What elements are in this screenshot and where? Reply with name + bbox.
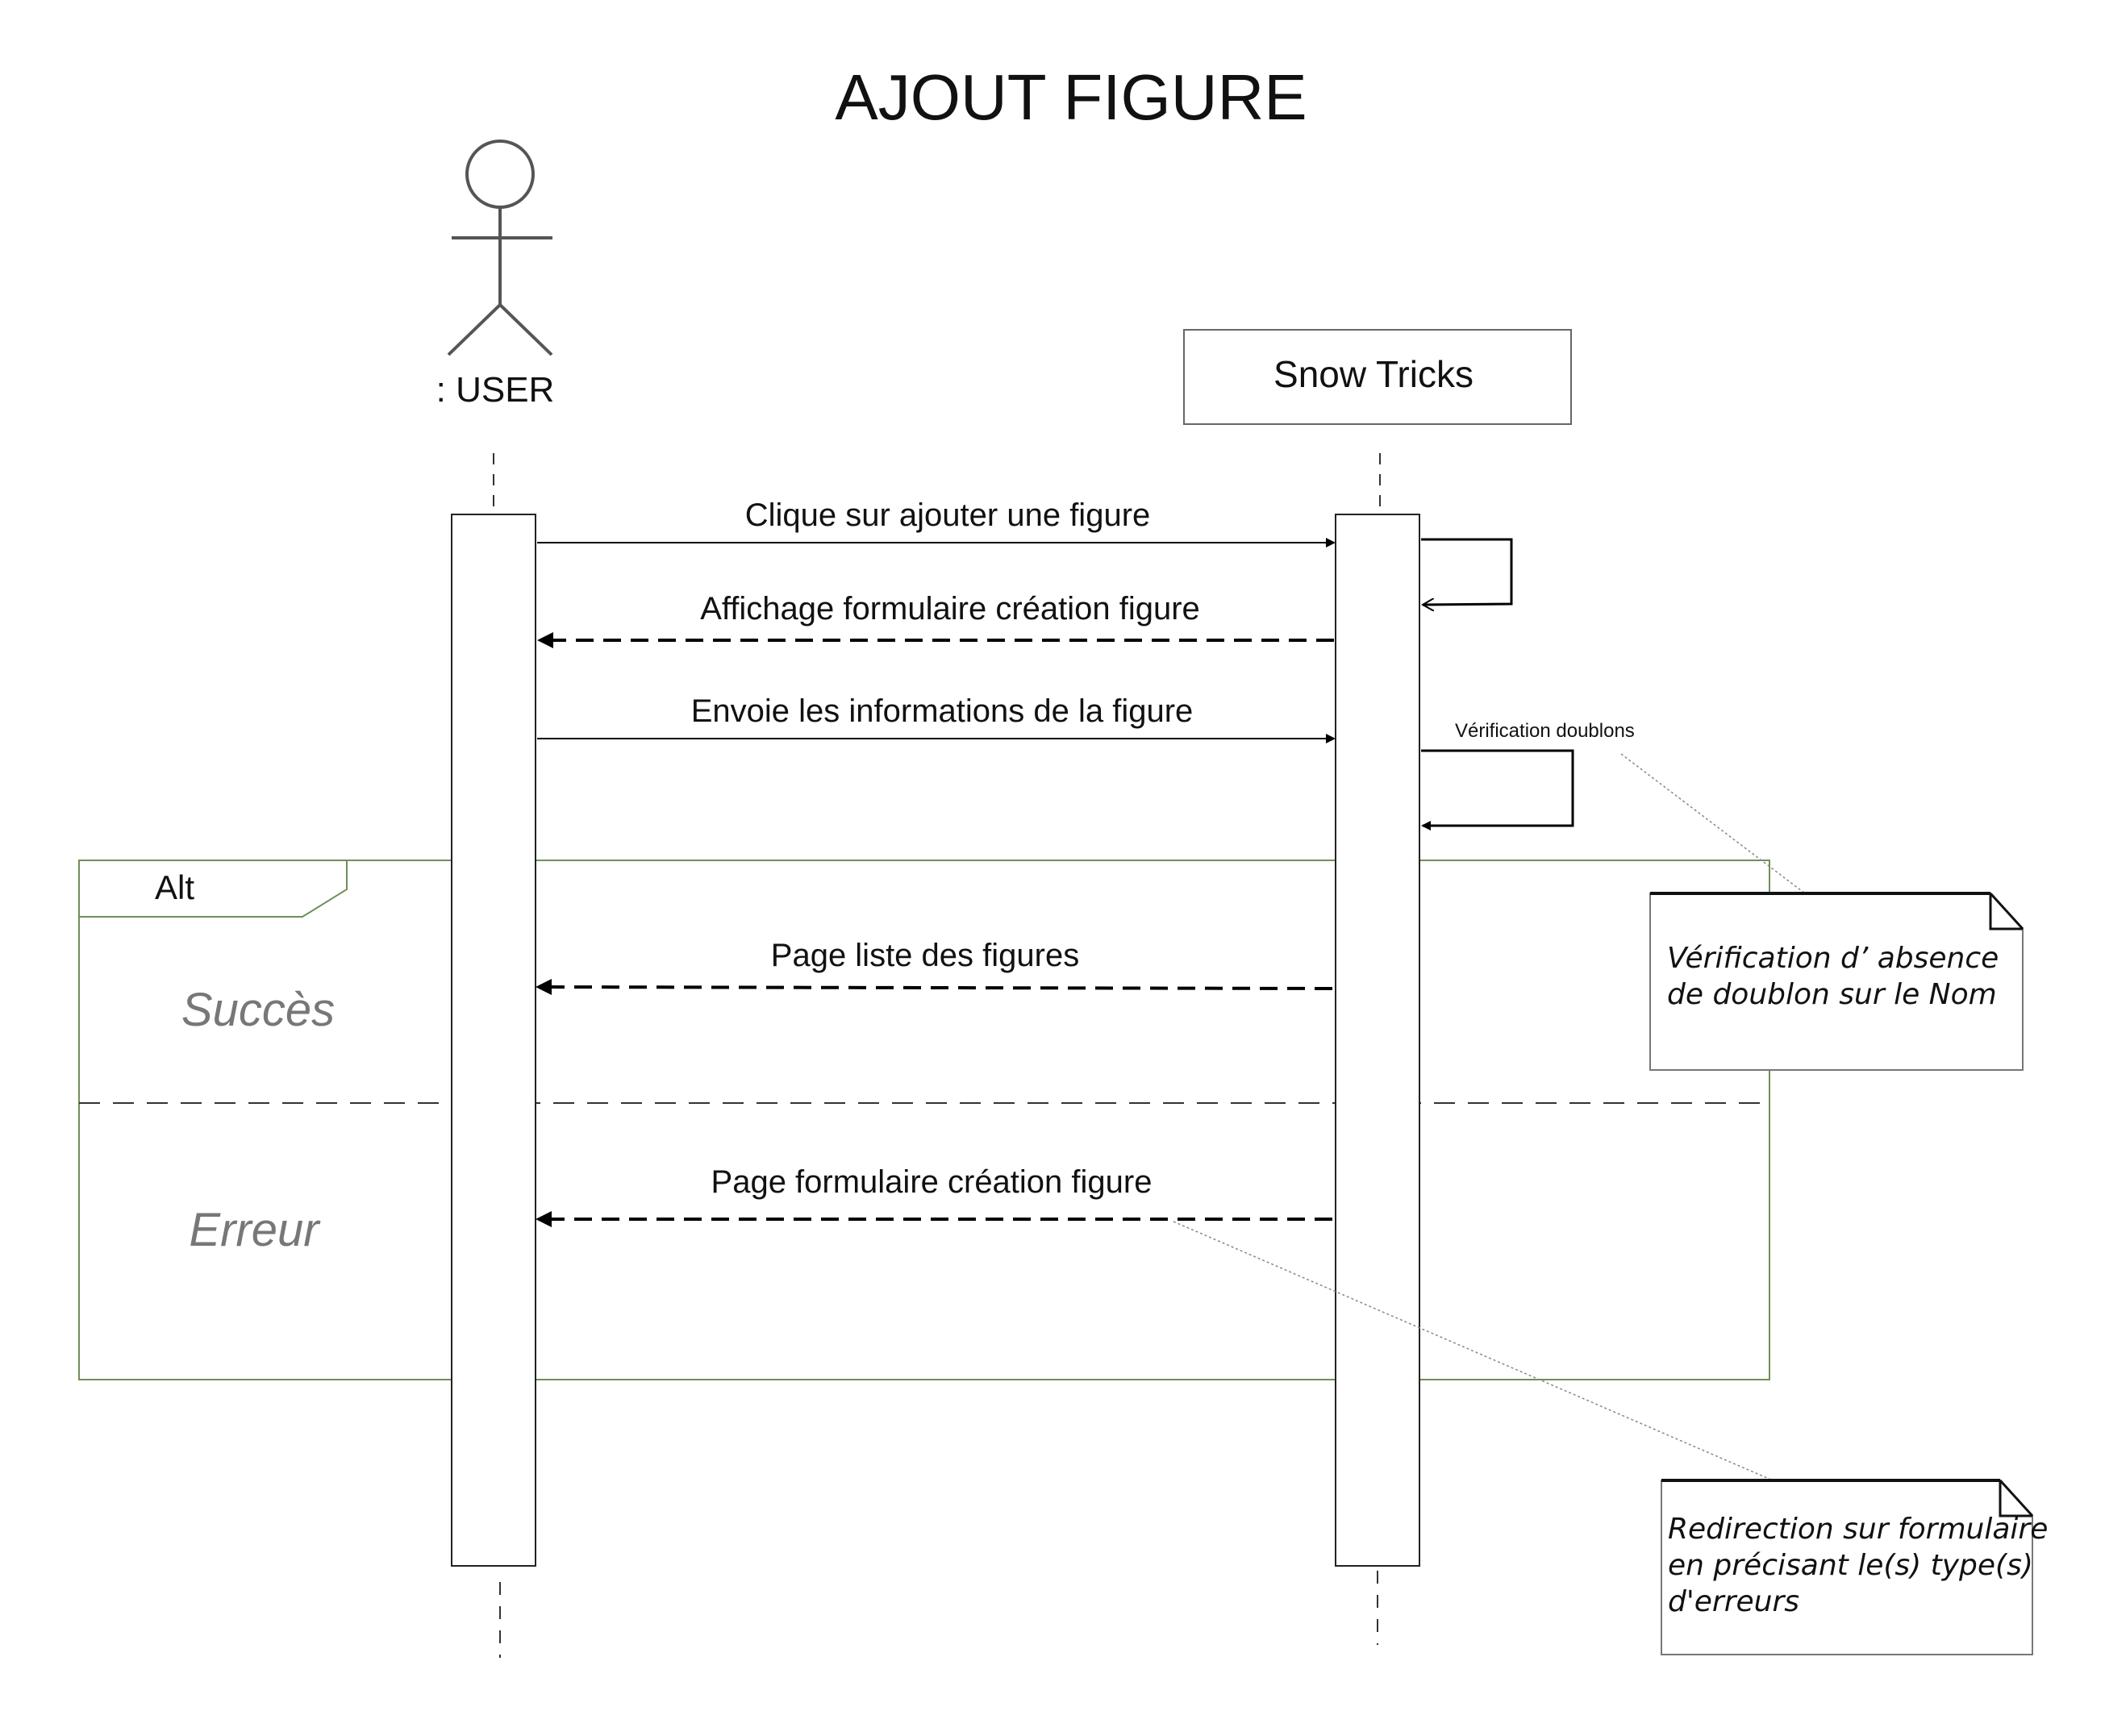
system-label: Snow Tricks (1273, 353, 1474, 395)
message-display-form: Affichage formulaire création figure (537, 591, 1334, 648)
message-click-add: Clique sur ajouter une figure (537, 497, 1336, 547)
activation-user (451, 514, 536, 1567)
message-list-page: Page liste des figures (536, 938, 1333, 996)
alt-frame-label: Alt (155, 868, 194, 906)
message-send-info: Envoie les informations de la figure (537, 693, 1336, 743)
note2-connector (1173, 1221, 1774, 1481)
message-form-page: Page formulaire création figure (536, 1164, 1332, 1227)
message-form-page-label: Page formulaire création figure (711, 1164, 1153, 1200)
note2-line-2: en précisant le(s) type(s) (1668, 1549, 2033, 1582)
note1-connector (1620, 753, 1806, 894)
note1-line-2: de doublon sur le Nom (1667, 978, 1997, 1011)
guard-error: Erreur (189, 1204, 321, 1256)
message-display-form-label: Affichage formulaire création figure (700, 591, 1200, 627)
self-call-1 (1421, 538, 1513, 605)
self-call-verification: Vérification doublons (1421, 720, 1635, 831)
note-duplicate-check: Vérification d’ absence de doublon sur l… (1649, 892, 2024, 1071)
note2-line-3: d'erreurs (1668, 1585, 1799, 1618)
actor-label: : USER (436, 370, 555, 410)
note1-line-1: Vérification d’ absence (1667, 942, 1999, 975)
message-click-add-label: Clique sur ajouter une figure (745, 497, 1151, 533)
message-list-page-label: Page liste des figures (771, 938, 1079, 973)
self-call-verification-label: Vérification doublons (1455, 720, 1635, 742)
stick-figure-icon (447, 139, 553, 356)
note-error-redirect: Redirection sur formulaire en précisant … (1661, 1479, 2048, 1655)
guard-success: Succès (181, 984, 335, 1036)
alt-frame-tab (79, 860, 348, 918)
message-send-info-label: Envoie les informations de la figure (691, 693, 1194, 729)
alt-frame: Alt Succès Erreur (78, 860, 1770, 1380)
activation-system (1335, 514, 1420, 1567)
note2-line-1: Redirection sur formulaire (1668, 1513, 2048, 1546)
diagram-title: AJOUT FIGURE (835, 61, 1307, 133)
system-snow-tricks: Snow Tricks (1183, 329, 1572, 425)
actor-user: : USER (436, 139, 555, 410)
